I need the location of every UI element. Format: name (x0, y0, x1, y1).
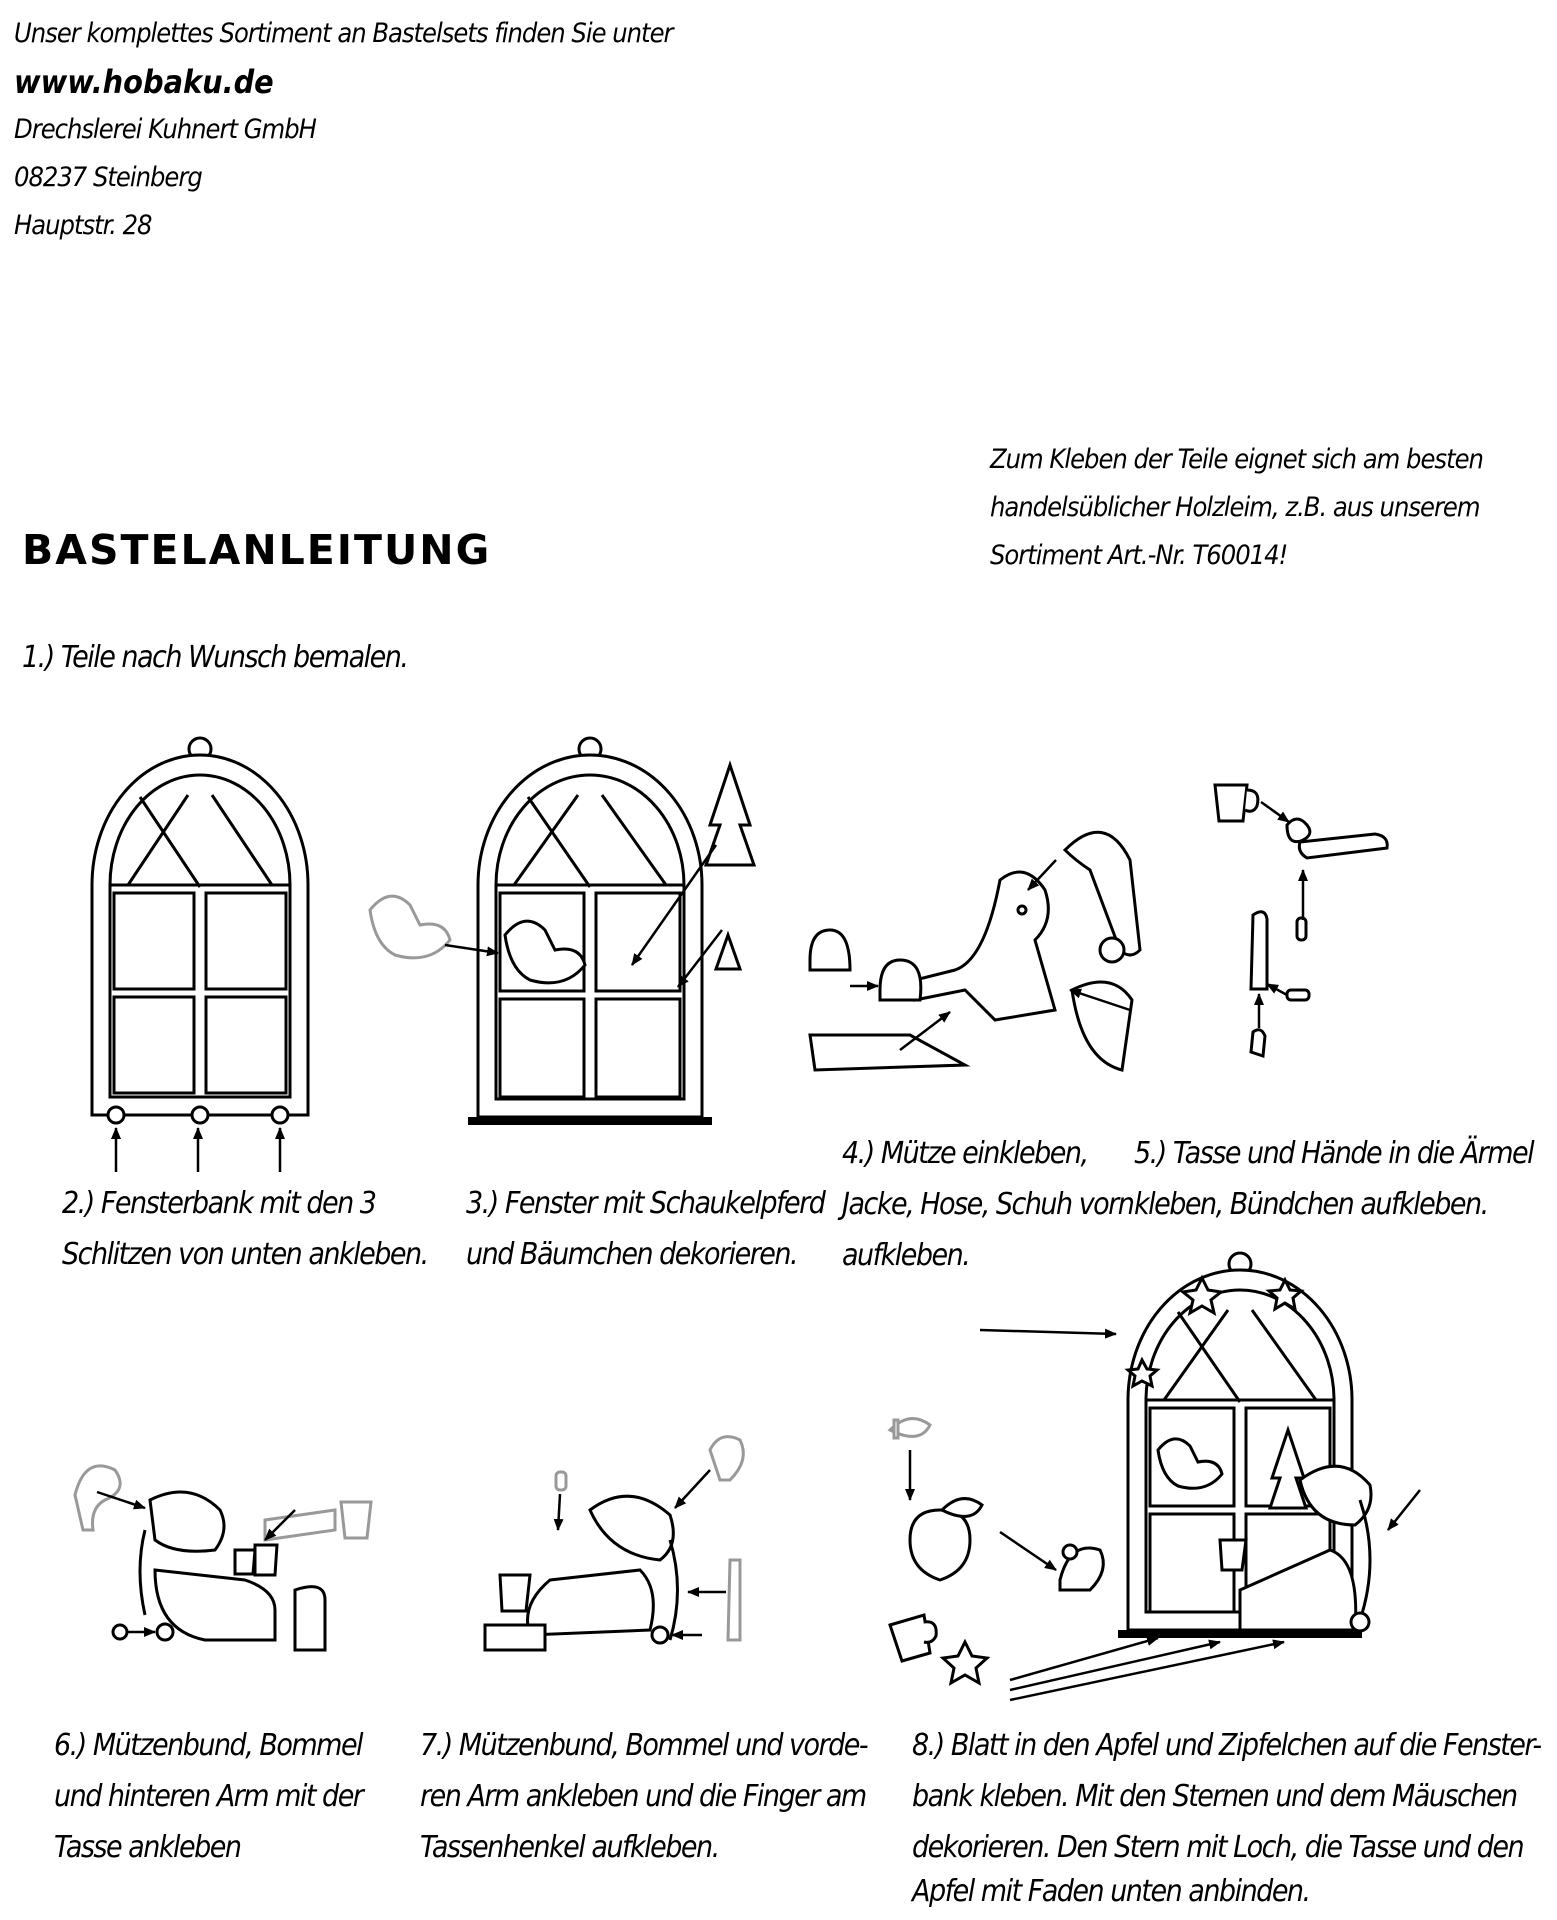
window-frame-illustration (90, 736, 310, 1125)
step-4-line3: aufkleben. (842, 1238, 971, 1273)
seated-figure-on-sill (1218, 1464, 1373, 1633)
slit-arrows (111, 1127, 285, 1172)
step-8-line2: bank kleben. Mit den Sternen und dem Mäu… (912, 1779, 1518, 1814)
step-6-line1: 6.) Mützenbund, Bommel (54, 1728, 364, 1763)
finished-window-illustration (887, 1251, 1421, 1702)
window-frame (90, 736, 310, 1125)
header-line: Unser komplettes Sortiment an Bastelsets… (14, 18, 673, 49)
step-7-line2: ren Arm ankleben und die Finger am (420, 1779, 867, 1814)
shoe-piece (808, 928, 971, 1072)
finished-window (1118, 1251, 1362, 1638)
back-arm-illustration (73, 1464, 373, 1652)
page-title: Bastelanleitung (22, 526, 492, 574)
step-8-line3: dekorieren. Den Stern mit Loch, die Tass… (912, 1830, 1525, 1865)
cap-band-ghost (73, 1464, 122, 1532)
jacket-piece (1070, 980, 1134, 1072)
mouse-piece (1058, 1543, 1105, 1592)
company-name: Drechslerei Kuhnert GmbH (14, 114, 317, 145)
rocking-horse-ghost (368, 894, 452, 960)
step-3-line1: 3.) Fenster mit Schaukelpferd (466, 1186, 826, 1221)
window-decor-illustration (368, 736, 757, 1125)
finger-ghost (554, 1435, 745, 1642)
step-7-line3: Tassenhenkel aufkleben. (420, 1830, 720, 1865)
front-arm-illustration (483, 1435, 745, 1652)
step-2-line2: Schlitzen von unten ankleben. (62, 1237, 429, 1272)
step-1-text: 1.) Teile nach Wunsch bemalen. (22, 640, 409, 675)
head-body (913, 870, 1057, 1022)
rocking-horse (503, 919, 587, 985)
cap-piece (1062, 830, 1142, 964)
window-with-sill (468, 736, 712, 1125)
step-5-line2: kleben, Bündchen aufkleben. (1134, 1187, 1489, 1222)
cup-hanging (888, 1613, 938, 1663)
sleeve-assembly-illustration (1213, 783, 1389, 1059)
step-4-line1: 4.) Mütze einkleben, (842, 1136, 1089, 1171)
website-link[interactable]: www.hobaku.de (14, 58, 274, 109)
step-8-line4: Apfel mit Faden unten anbinden. (912, 1874, 1311, 1909)
glue-note-line3: Sortiment Art.-Nr. T60014! (990, 540, 1288, 571)
star-decorations (939, 1274, 1305, 1686)
leaf-ghost (887, 1417, 932, 1440)
step-8-line1: 8.) Blatt in den Apfel und Zipfelchen au… (912, 1728, 1542, 1763)
step-6-line3: Tasse ankleben (54, 1830, 242, 1865)
step-5-line1: 5.) Tasse und Hände in die Ärmel (1134, 1136, 1535, 1171)
glue-note-line1: Zum Kleben der Teile eignet sich am best… (990, 444, 1484, 475)
company-city: 08237 Steinberg (14, 162, 203, 193)
arm-ghost (263, 1500, 373, 1542)
horse-and-tree-in-window (1156, 1425, 1309, 1510)
hand-pieces (1249, 817, 1389, 1059)
seated-figure-front (483, 1494, 679, 1652)
step-3-line2: und Bäumchen dekorieren. (466, 1237, 799, 1272)
tree-piece (703, 760, 757, 971)
step-2-line1: 2.) Fensterbank mit den 3 (62, 1186, 377, 1221)
apple-piece (908, 1497, 984, 1582)
website-text[interactable]: www.hobaku.de (14, 63, 274, 101)
cup-piece (1213, 783, 1260, 823)
step-6-line2: und hinteren Arm mit der (54, 1779, 364, 1814)
step-4-line2: Jacke, Hose, Schuh vorn (842, 1187, 1135, 1222)
seated-figure (138, 1490, 327, 1652)
step-7-line1: 7.) Mützenbund, Bommel und vorde- (420, 1728, 869, 1763)
figure-assembly-illustration (808, 830, 1142, 1072)
glue-note-line2: handelsüblicher Holzleim, z.B. aus unser… (990, 492, 1481, 523)
company-street: Hauptstr. 28 (14, 210, 153, 241)
